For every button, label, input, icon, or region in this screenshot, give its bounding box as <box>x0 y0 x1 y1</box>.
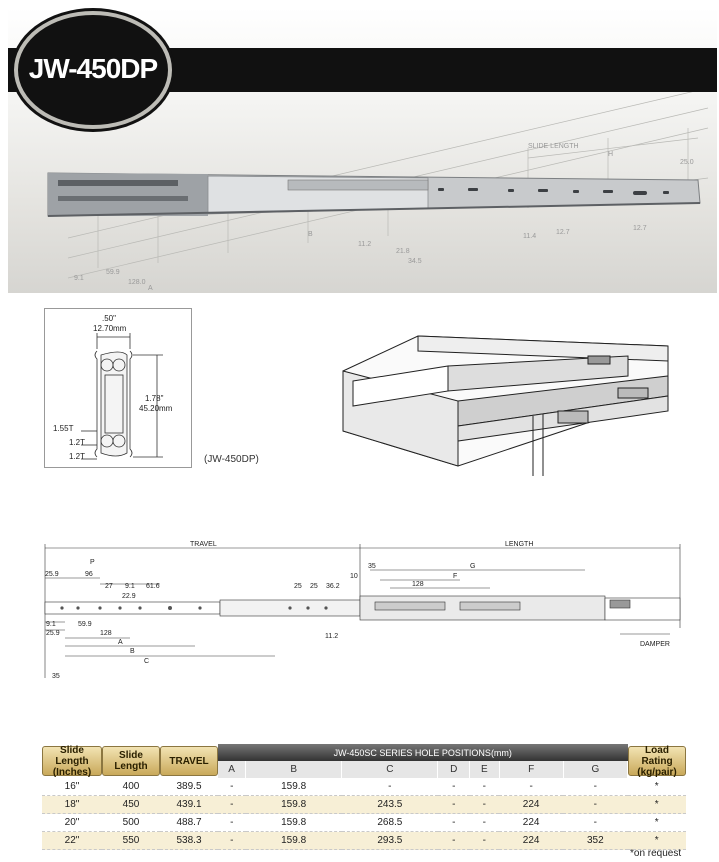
drawer-illustration <box>342 335 669 476</box>
td-259b: 25.9 <box>46 630 60 637</box>
td-a: A <box>118 639 123 646</box>
td-259a: 25.9 <box>45 571 59 578</box>
bp-345: 34.5 <box>408 258 422 265</box>
bp-b: B <box>308 231 313 238</box>
slide-rail-photo <box>47 172 701 217</box>
cross-section-model-label: (JW-450DP) <box>204 454 259 465</box>
cs-height-mm: 45.20mm <box>139 404 173 413</box>
td-f: F <box>453 573 457 580</box>
td-362: 36.2 <box>326 583 340 590</box>
th-d: D <box>437 761 471 778</box>
bp-h: H <box>608 151 613 158</box>
bp-91: 9.1 <box>74 275 84 282</box>
th-length: Slide Length <box>102 744 160 778</box>
bp-slide-length: SLIDE LENGTH <box>528 143 579 150</box>
td-229: 22.9 <box>122 593 136 600</box>
bp-25: 25.0 <box>680 159 694 166</box>
bp-127a: 12.7 <box>556 229 570 236</box>
td-25b: 25 <box>310 583 318 590</box>
model-badge: JW-450DP <box>14 11 172 129</box>
model-badge-text: JW-450DP <box>28 53 158 84</box>
td-b: B <box>130 648 135 655</box>
bp-599: 59.9 <box>106 269 120 276</box>
td-616: 61.6 <box>146 583 160 590</box>
cross-section-drawing: .50" 12.70mm 1.78" 45.20mm 1.55T 1.2T 1.… <box>53 314 173 461</box>
footnote: *on request <box>630 848 682 859</box>
cross-section-box: .50" 12.70mm 1.78" 45.20mm 1.55T 1.2T 1.… <box>44 308 192 468</box>
td-travel: TRAVEL <box>190 541 217 548</box>
td-27: 27 <box>105 583 113 590</box>
bp-128: 128.0 <box>128 279 146 286</box>
cs-t3: 1.2T <box>69 452 85 461</box>
td-96: 96 <box>85 571 93 578</box>
cs-height-in: 1.78" <box>145 394 164 403</box>
td-128: 128 <box>412 581 424 588</box>
hero-banner: SLIDE LENGTH H 25.0 11.4 12.7 12.7 11.2 … <box>8 8 717 293</box>
td-112: 11.2 <box>325 633 338 640</box>
td-g: G <box>470 563 475 570</box>
cs-width-in: .50" <box>102 314 116 323</box>
th-c: C <box>341 761 439 778</box>
spec-table: Slide Length (Inches) Slide Length TRAVE… <box>42 744 686 850</box>
th-travel: TRAVEL <box>160 744 218 778</box>
th-inches: Slide Length (Inches) <box>42 744 102 778</box>
cs-t1: 1.55T <box>53 424 74 433</box>
th-e: E <box>469 761 500 778</box>
th-a: A <box>218 761 247 778</box>
td-91b: 9.1 <box>46 621 56 628</box>
hero-blueprint: SLIDE LENGTH H 25.0 11.4 12.7 12.7 11.2 … <box>47 87 709 292</box>
td-128b: 128 <box>100 630 112 637</box>
td-damper: DAMPER <box>640 641 670 648</box>
td-c: C <box>144 658 149 665</box>
td-599: 59.9 <box>78 621 92 628</box>
bp-127b: 12.7 <box>633 225 647 232</box>
bp-112: 11.2 <box>358 241 371 248</box>
td-length: LENGTH <box>505 541 533 548</box>
td-10: 10 <box>350 573 358 580</box>
cs-t2: 1.2T <box>69 438 85 447</box>
bp-114: 11.4 <box>523 233 536 240</box>
cs-width-mm: 12.70mm <box>93 324 127 333</box>
th-b: B <box>245 761 343 778</box>
th-load: Load Rating (kg/pair) <box>628 744 686 778</box>
td-91a: 9.1 <box>125 583 135 590</box>
bp-a: A <box>148 285 153 292</box>
td-35b: 35 <box>52 673 60 680</box>
td-35a: 35 <box>368 563 376 570</box>
th-g: G <box>563 761 629 778</box>
bp-218: 21.8 <box>396 248 410 255</box>
td-p: P <box>90 559 95 566</box>
technical-drawing: TRAVEL LENGTH P 25.9 96 27 9.1 22.9 61.6… <box>44 541 681 680</box>
th-f: F <box>499 761 564 778</box>
td-25a: 25 <box>294 583 302 590</box>
th-hole-positions: JW-450SC SERIES HOLE POSITIONS(mm) <box>218 744 628 761</box>
